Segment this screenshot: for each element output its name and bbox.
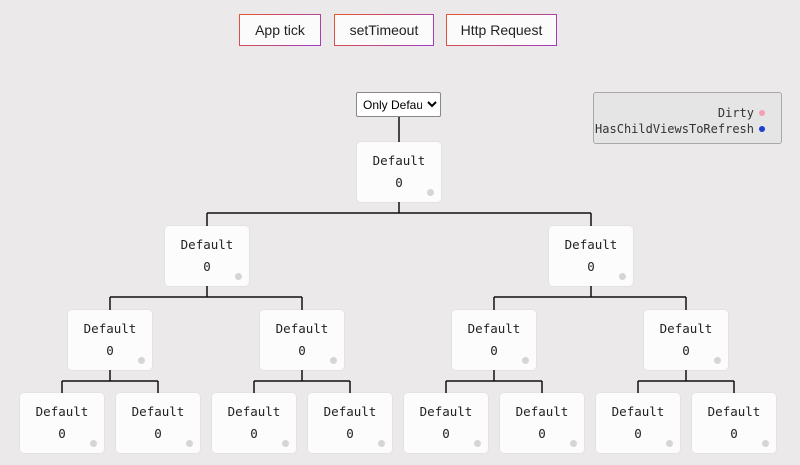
tree-node[interactable]: Default 0 (452, 310, 536, 370)
node-status-dot-icon (762, 440, 769, 447)
node-status-dot-icon (474, 440, 481, 447)
node-status-dot-icon (186, 440, 193, 447)
node-label: Default (180, 237, 234, 252)
http-request-button[interactable]: Http Request (446, 14, 557, 46)
legend-has-child-views-label: HasChildViewsToRefresh (595, 122, 754, 136)
node-count: 0 (490, 343, 498, 358)
node-count: 0 (682, 343, 690, 358)
node-count: 0 (203, 259, 211, 274)
node-status-dot-icon (282, 440, 289, 447)
node-status-dot-icon (138, 357, 145, 364)
node-label: Default (227, 404, 281, 419)
node-count: 0 (106, 343, 114, 358)
node-status-dot-icon (619, 273, 626, 280)
node-count: 0 (250, 426, 258, 441)
legend: Dirty HasChildViewsToRefresh (593, 92, 782, 144)
tree-node[interactable]: Default 0 (165, 226, 249, 286)
node-count: 0 (634, 426, 642, 441)
node-status-dot-icon (570, 440, 577, 447)
node-label: Default (707, 404, 761, 419)
node-status-dot-icon (330, 357, 337, 364)
node-count: 0 (442, 426, 450, 441)
node-label: Default (275, 321, 329, 336)
node-label: Default (372, 153, 426, 168)
tree-node[interactable]: Default 0 (692, 393, 776, 453)
node-status-dot-icon (90, 440, 97, 447)
tree-node[interactable]: Default 0 (116, 393, 200, 453)
tree-node[interactable]: Default 0 (404, 393, 488, 453)
strategy-select[interactable]: Only Default (356, 92, 441, 117)
legend-has-child-views: HasChildViewsToRefresh (594, 121, 765, 137)
node-status-dot-icon (714, 357, 721, 364)
node-label: Default (35, 404, 89, 419)
node-label: Default (659, 321, 713, 336)
node-label: Default (83, 321, 137, 336)
legend-dirty: Dirty (594, 105, 765, 121)
set-timeout-button[interactable]: setTimeout (334, 14, 434, 46)
node-status-dot-icon (378, 440, 385, 447)
node-count: 0 (538, 426, 546, 441)
tree-node[interactable]: Default 0 (260, 310, 344, 370)
node-label: Default (564, 237, 618, 252)
node-label: Default (611, 404, 665, 419)
node-count: 0 (298, 343, 306, 358)
node-count: 0 (154, 426, 162, 441)
node-status-dot-icon (522, 357, 529, 364)
app-tick-button[interactable]: App tick (239, 14, 321, 46)
tree-node[interactable]: Default 0 (308, 393, 392, 453)
node-label: Default (419, 404, 473, 419)
tree-node[interactable]: Default 0 (68, 310, 152, 370)
node-status-dot-icon (235, 273, 242, 280)
node-label: Default (131, 404, 185, 419)
tree-node[interactable]: Default 0 (596, 393, 680, 453)
has-child-views-dot-icon (759, 126, 765, 132)
node-count: 0 (395, 175, 403, 190)
node-label: Default (323, 404, 377, 419)
tree-node[interactable]: Default 0 (357, 142, 441, 202)
legend-dirty-label: Dirty (717, 106, 754, 120)
node-status-dot-icon (427, 189, 434, 196)
tree-node[interactable]: Default 0 (500, 393, 584, 453)
tree-node[interactable]: Default 0 (549, 226, 633, 286)
node-count: 0 (730, 426, 738, 441)
node-count: 0 (58, 426, 66, 441)
tree-node[interactable]: Default 0 (644, 310, 728, 370)
node-count: 0 (587, 259, 595, 274)
node-label: Default (467, 321, 521, 336)
node-status-dot-icon (666, 440, 673, 447)
tree-node[interactable]: Default 0 (20, 393, 104, 453)
tree-node[interactable]: Default 0 (212, 393, 296, 453)
node-label: Default (515, 404, 569, 419)
node-count: 0 (346, 426, 354, 441)
dirty-dot-icon (759, 110, 765, 116)
